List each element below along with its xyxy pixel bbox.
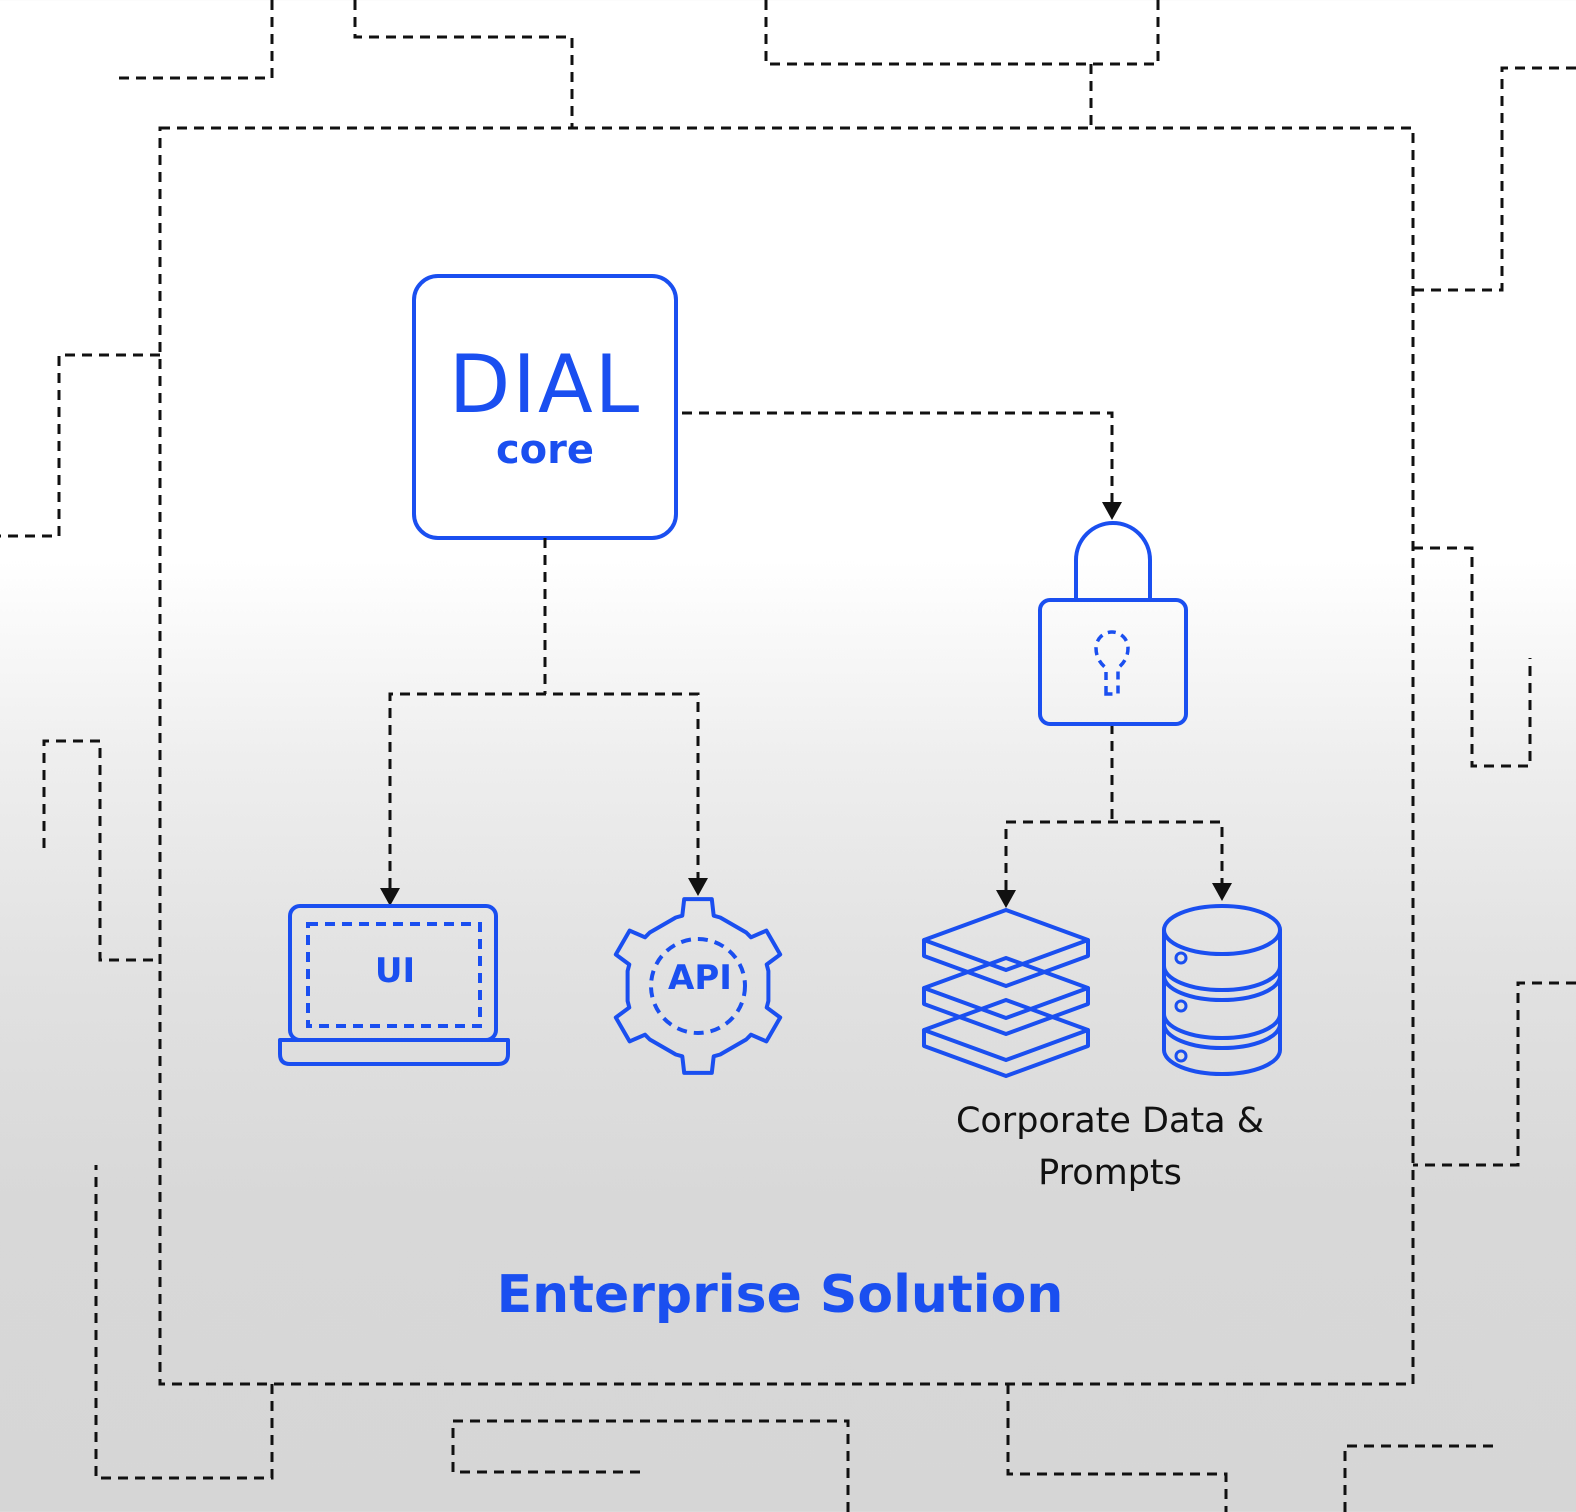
gear-icon <box>613 897 783 1075</box>
arrow-to-ui <box>380 888 400 906</box>
api-label: API <box>668 958 732 998</box>
enterprise-solution-label: Enterprise Solution <box>496 1265 1064 1325</box>
corporate-data-label: Corporate Data & Prompts <box>955 1101 1265 1193</box>
arrow-to-layers <box>996 890 1016 908</box>
connectors <box>380 411 1232 908</box>
lock-icon <box>1038 521 1188 726</box>
enterprise-container <box>158 126 1415 1386</box>
dial-core-title: DIAL <box>448 338 642 431</box>
dial-core-subtitle: core <box>495 427 595 473</box>
layers-icon <box>922 908 1090 1078</box>
arrow-to-lock <box>1102 502 1122 520</box>
laptop-icon <box>278 904 510 1066</box>
ui-label: UI <box>374 951 416 991</box>
arrow-to-database <box>1212 883 1232 901</box>
database-icon <box>1162 904 1282 1076</box>
arrow-to-api <box>688 878 708 896</box>
